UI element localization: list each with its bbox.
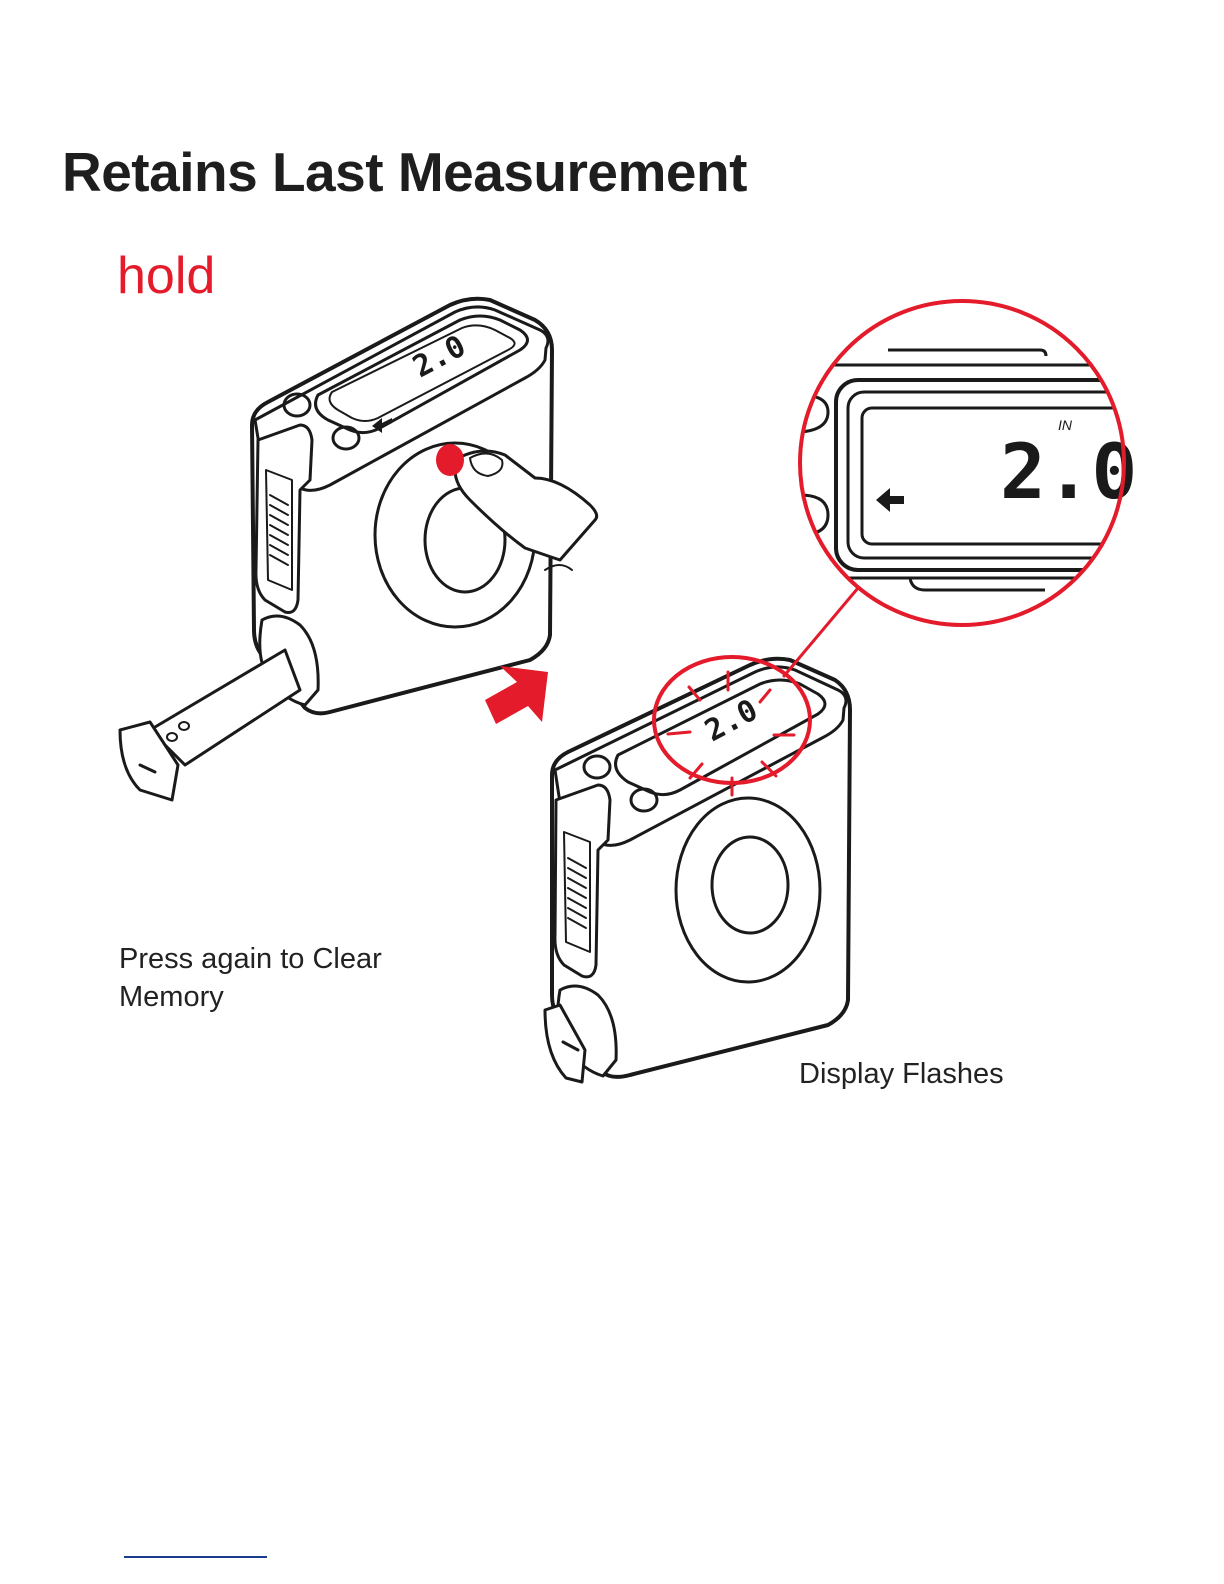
caption-display-flashes: Display Flashes [799, 1055, 1004, 1093]
zoom-display-unit: IN [1058, 417, 1073, 433]
red-arrow-down-right [485, 666, 548, 724]
press-indicator [436, 444, 464, 476]
footer-rule [124, 1556, 267, 1558]
zoom-display-reading: 2.0 [1000, 427, 1137, 516]
caption-press-again: Press again to Clear Memory [119, 940, 449, 1016]
tape-measure-top [120, 299, 597, 800]
tape-measure-bottom [545, 659, 850, 1082]
